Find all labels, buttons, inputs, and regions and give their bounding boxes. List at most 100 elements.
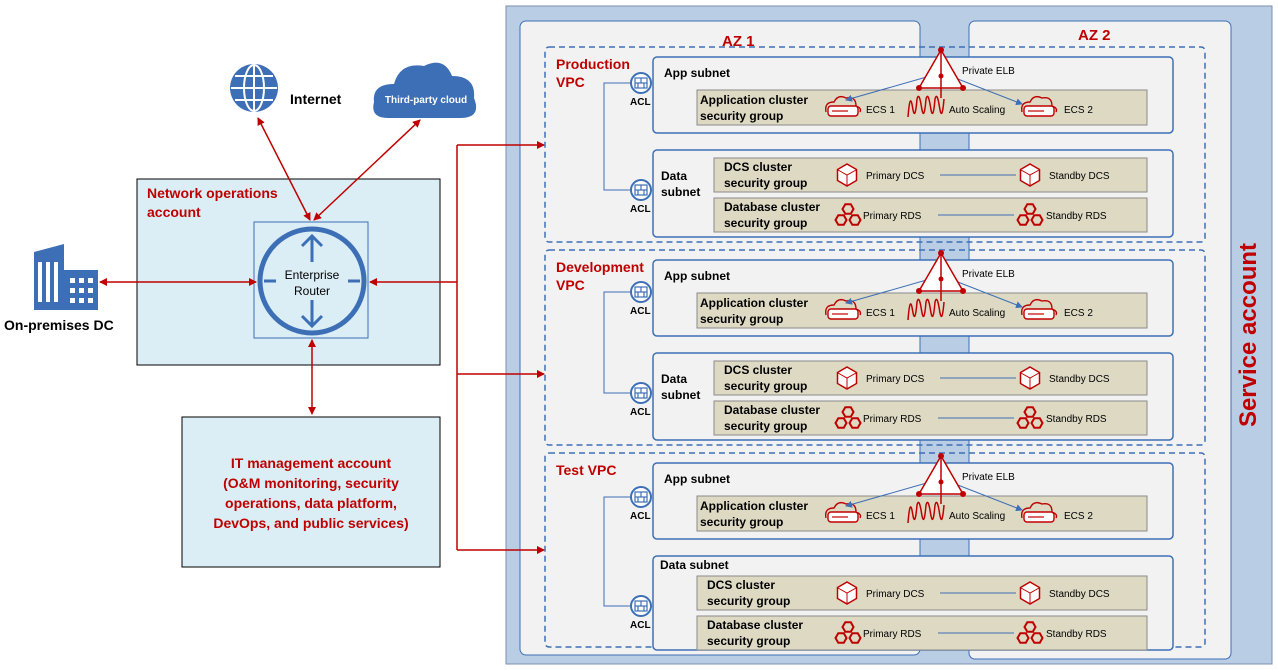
- dcs-sg-label-line1: DCS cluster: [724, 363, 792, 377]
- link-internet-router: [257, 117, 311, 221]
- red-connectors: [99, 117, 545, 554]
- private-elb-label: Private ELB: [962, 66, 1015, 77]
- link-cloud-router: [313, 119, 421, 221]
- standby-dcs-label: Standby DCS: [1049, 374, 1110, 385]
- primary-dcs-icon: [836, 366, 858, 390]
- acl-label-data: ACL: [630, 407, 651, 418]
- router-label-line2: Router: [294, 284, 330, 298]
- primary-dcs-label: Primary DCS: [866, 374, 925, 385]
- ecs-2-label: ECS 2: [1064, 308, 1093, 319]
- app-sg-label-line2: security group: [700, 515, 783, 529]
- vpc-border: [544, 249, 1206, 446]
- standby-dcs-icon: [1019, 366, 1041, 390]
- auto-scaling-label: Auto Scaling: [949, 511, 1005, 522]
- ecs-2-icon: [1020, 298, 1058, 320]
- database-security-group: [713, 197, 1148, 233]
- app-sg-label-line1: Application cluster: [700, 93, 808, 107]
- vpc-border: [544, 452, 1206, 648]
- standby-dcs-label: Standby DCS: [1049, 589, 1110, 600]
- primary-rds-label: Primary RDS: [863, 211, 922, 222]
- acl-label-app: ACL: [630, 306, 651, 317]
- primary-dcs-label: Primary DCS: [866, 589, 925, 600]
- dcs-sg-label-line1: DCS cluster: [724, 160, 792, 174]
- ecs-1-icon: [824, 95, 862, 117]
- auto-scaling-icon: [907, 298, 945, 321]
- az2-label: AZ 2: [1078, 27, 1111, 44]
- acl-firewall-icon: [630, 595, 652, 617]
- db-sg-label-line2: security group: [724, 216, 807, 230]
- auto-scaling-label: Auto Scaling: [949, 308, 1005, 319]
- private-elb-icon: [916, 453, 966, 504]
- primary-dcs-icon: [836, 163, 858, 187]
- internet-globe-icon: [230, 64, 278, 112]
- standby-dcs-icon: [1019, 163, 1041, 187]
- elb-to-ecs1-link: [845, 276, 938, 305]
- third-party-cloud-label: Third-party cloud: [385, 95, 467, 106]
- ecs-1-label: ECS 1: [866, 105, 895, 116]
- private-elb-icon: [916, 250, 966, 301]
- acl-label-data: ACL: [630, 620, 651, 631]
- acl-firewall-icon: [630, 179, 652, 201]
- app-sg-label-line2: security group: [700, 109, 783, 123]
- primary-rds-icon: [834, 406, 862, 429]
- db-sg-label-line2: security group: [707, 634, 790, 648]
- acl-firewall-icon: [630, 281, 652, 303]
- data-subnet-label-line1: Data: [661, 169, 687, 183]
- app-subnet-label: App subnet: [664, 472, 730, 486]
- standby-rds-label: Standby RDS: [1046, 629, 1107, 640]
- vpc-name-line1: Test VPC: [556, 462, 616, 478]
- dcs-security-group: [696, 575, 1148, 611]
- primary-rds-icon: [834, 621, 862, 644]
- enterprise-router-icon: [257, 226, 367, 336]
- primary-dcs-icon: [836, 581, 858, 605]
- standby-rds-icon: [1016, 406, 1044, 429]
- vpc-name-line2: VPC: [556, 74, 585, 90]
- dcs-security-group: [713, 157, 1148, 193]
- router-label-line1: Enterprise: [285, 268, 340, 282]
- ecs-2-label: ECS 2: [1064, 105, 1093, 116]
- acl-label-data: ACL: [630, 204, 651, 215]
- database-security-group: [696, 615, 1148, 651]
- app-subnet-label: App subnet: [664, 66, 730, 80]
- standby-dcs-icon: [1019, 581, 1041, 605]
- service-account-title: Service account: [1235, 243, 1262, 427]
- standby-rds-label: Standby RDS: [1046, 414, 1107, 425]
- primary-rds-label: Primary RDS: [863, 629, 922, 640]
- db-sg-label-line1: Database cluster: [707, 618, 803, 632]
- onprem-building-icon: [34, 244, 98, 310]
- dcs-sg-label-line1: DCS cluster: [707, 578, 775, 592]
- app-sg-label-line1: Application cluster: [700, 296, 808, 310]
- network-account-title-line2: account: [147, 204, 201, 220]
- db-sg-label-line1: Database cluster: [724, 403, 820, 417]
- az1-label: AZ 1: [722, 33, 755, 50]
- data-subnet-label-line2: subnet: [661, 185, 700, 199]
- data-subnet-label-line2: subnet: [661, 388, 700, 402]
- acl-firewall-icon: [630, 486, 652, 508]
- ecs-2-label: ECS 2: [1064, 511, 1093, 522]
- vpc-border: [544, 46, 1206, 243]
- private-elb-label: Private ELB: [962, 472, 1015, 483]
- database-security-group: [713, 400, 1148, 436]
- vpc-name-line1: Development: [556, 259, 644, 275]
- app-subnet-label: App subnet: [664, 269, 730, 283]
- private-elb-label: Private ELB: [962, 269, 1015, 280]
- ecs-2-icon: [1020, 95, 1058, 117]
- network-account-title-line1: Network operations: [147, 185, 278, 201]
- ecs-2-icon: [1020, 501, 1058, 523]
- it-account-line2: (O&M monitoring, security: [223, 475, 399, 491]
- it-account-line3: operations, data platform,: [225, 495, 397, 511]
- vpc-name-line2: VPC: [556, 277, 585, 293]
- elb-to-ecs1-link: [845, 479, 938, 508]
- standby-rds-icon: [1016, 203, 1044, 226]
- internet-label: Internet: [290, 91, 342, 107]
- auto-scaling-icon: [907, 501, 945, 524]
- acl-bracket: [603, 291, 640, 394]
- acl-firewall-icon: [630, 382, 652, 404]
- dcs-security-group: [713, 360, 1148, 396]
- data-subnet-label-line1: Data: [661, 372, 687, 386]
- onprem-label: On-premises DC: [4, 317, 114, 333]
